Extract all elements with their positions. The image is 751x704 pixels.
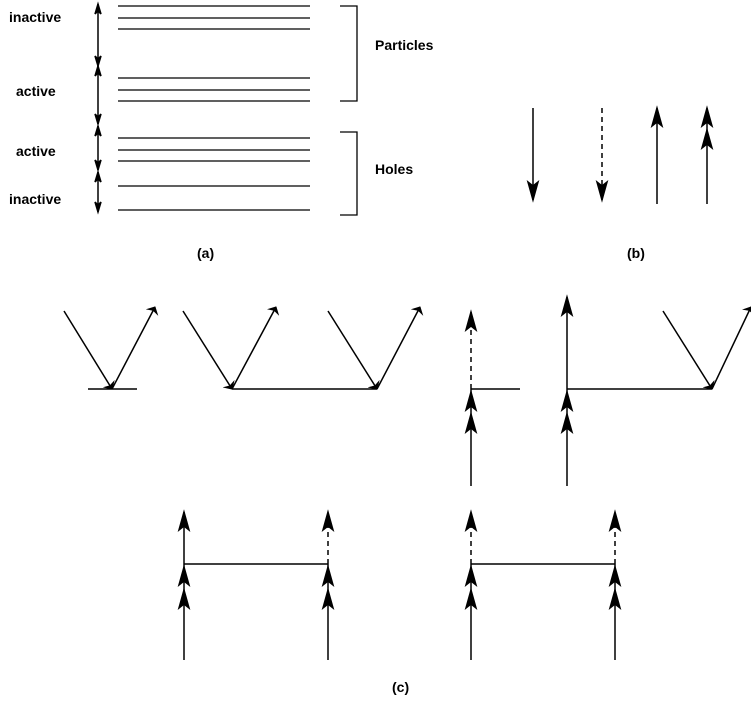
active-particle-range-arrow [94, 63, 102, 127]
diagram-vertex-5 [177, 509, 335, 660]
panel-b [526, 105, 714, 204]
diagram-vertex-1 [63, 306, 159, 390]
label-inactive-top: inactive [9, 9, 61, 25]
active-hole-line [595, 108, 609, 203]
diagram-vertex-2 [182, 306, 424, 390]
inactive-hole-line [526, 108, 540, 203]
caption-b: (b) [627, 245, 645, 261]
particles-bracket [340, 5, 358, 102]
label-active-bottom: active [16, 143, 56, 159]
active-particle-line [650, 105, 664, 204]
inactive-particle-range-arrow [94, 1, 102, 69]
caption-c: (c) [392, 679, 409, 695]
label-particles: Particles [375, 37, 434, 53]
caption-a: (a) [197, 245, 214, 261]
diagram-vertex-4 [560, 294, 751, 486]
diagram-vertex-6 [464, 509, 622, 660]
label-active-top: active [16, 83, 56, 99]
panel-c [63, 294, 751, 660]
inactive-hole-range-arrow [94, 169, 102, 215]
energy-levels [118, 5, 310, 211]
holes-bracket [340, 131, 358, 216]
label-inactive-bottom: inactive [9, 191, 61, 207]
diagram-vertex-3 [464, 309, 520, 486]
label-holes: Holes [375, 161, 413, 177]
inactive-particle-line [700, 105, 714, 204]
panel-a [94, 1, 358, 216]
active-hole-range-arrow [94, 123, 102, 173]
